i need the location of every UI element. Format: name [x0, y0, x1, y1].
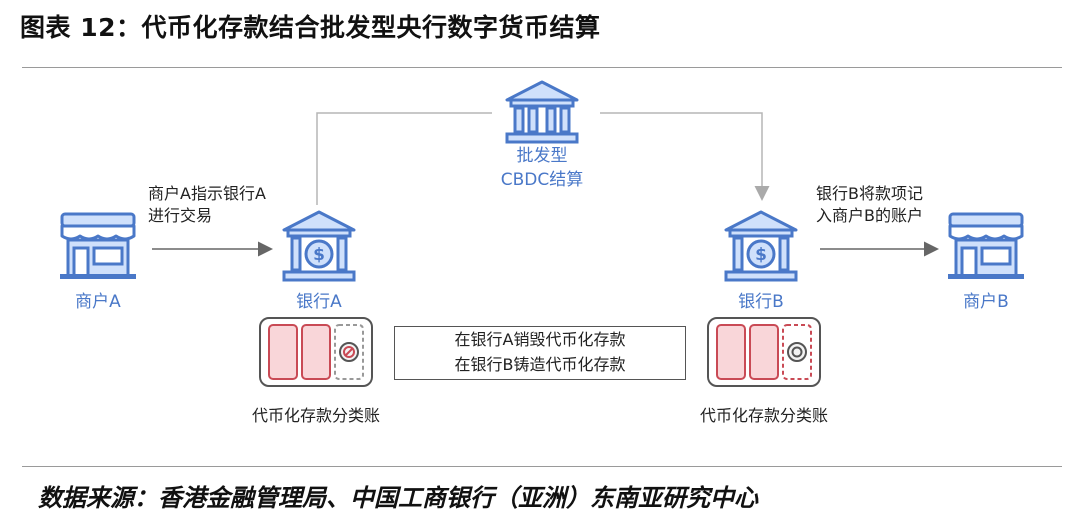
line-banka-to-cbdc [316, 112, 492, 205]
mint-token-icon [787, 342, 807, 362]
settlement-line-mint: 在银行B铸造代币化存款 [454, 355, 626, 374]
bank-dollar-icon: $ [724, 210, 798, 282]
merchant-a-label: 商户A [75, 292, 121, 312]
central-bank-label-line1: 批发型 [516, 146, 568, 166]
store-icon [60, 212, 136, 279]
bank-dollar-icon: $ [282, 210, 356, 282]
store-icon [948, 212, 1024, 279]
merchant-a-node [58, 210, 138, 282]
arrow-cbdc-to-bankb [600, 112, 770, 201]
bank-b-node: $ [722, 208, 800, 284]
note-left-line1: 商户A指示银行A [148, 184, 266, 203]
bank-b-label: 银行B [738, 292, 784, 312]
ledger-left-caption: 代币化存款分类账 [251, 406, 380, 425]
note-merchant-a-instruction: 商户A指示银行A 进行交易 [148, 183, 266, 227]
central-bank-node [503, 78, 581, 146]
ledger-right [706, 316, 822, 388]
top-divider [22, 67, 1062, 68]
burn-token-icon [339, 342, 359, 362]
merchant-b-node [946, 210, 1026, 282]
central-bank-label-line2: CBDC结算 [500, 170, 584, 190]
svg-text:$: $ [755, 245, 767, 265]
ledger-block [749, 324, 779, 380]
bank-a-node: $ [280, 208, 358, 284]
bottom-divider [22, 466, 1062, 467]
note-bank-b-credit: 银行B将款项记 入商户B的账户 [816, 183, 923, 227]
note-right-line1: 银行B将款项记 [816, 184, 923, 203]
ledger-block [268, 324, 298, 380]
central-bank-label: 批发型 CBDC结算 [470, 144, 614, 192]
settlement-line-burn: 在银行A销毁代币化存款 [454, 330, 626, 349]
figure-title: 图表 12：代币化存款结合批发型央行数字货币结算 [20, 13, 601, 42]
merchant-b-label: 商户B [963, 292, 1009, 312]
ledger-left [258, 316, 374, 388]
bank-icon [505, 80, 579, 144]
ledger-block [301, 324, 331, 380]
source-note: 数据来源：香港金融管理局、中国工商银行（亚洲）东南亚研究中心 [38, 484, 758, 512]
ledger-block [716, 324, 746, 380]
svg-text:$: $ [313, 245, 325, 265]
settlement-description-box: 在银行A销毁代币化存款 在银行B铸造代币化存款 [394, 326, 686, 380]
bank-a-label: 银行A [296, 292, 342, 312]
note-left-line2: 进行交易 [148, 206, 213, 225]
note-right-line2: 入商户B的账户 [816, 206, 923, 225]
ledger-right-caption: 代币化存款分类账 [699, 406, 828, 425]
